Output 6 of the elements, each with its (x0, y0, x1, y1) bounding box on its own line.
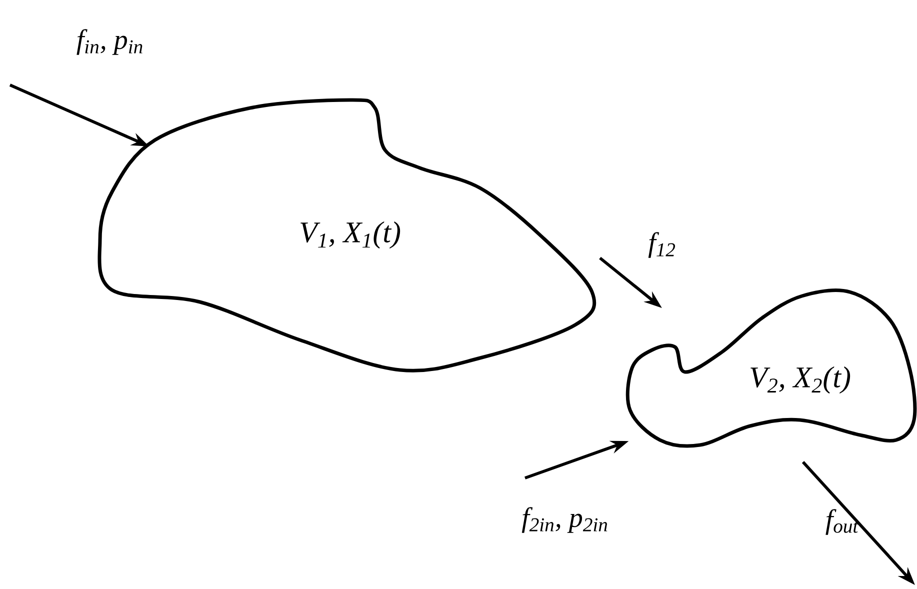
edge-label: f$_{out}$ (826, 509, 859, 535)
edge-label: f$_{2in}$, p$_{2in}$ (522, 507, 608, 533)
edge-label: f$_{in}$, p$_{in}$ (76, 29, 142, 55)
edge-label: f$_{12}$ (648, 232, 676, 258)
closed-region: V$_{2}$, X$_{2}$(t) (626, 288, 917, 448)
closed-region: V$_{1}$, X$_{1}$(t) (98, 98, 596, 372)
